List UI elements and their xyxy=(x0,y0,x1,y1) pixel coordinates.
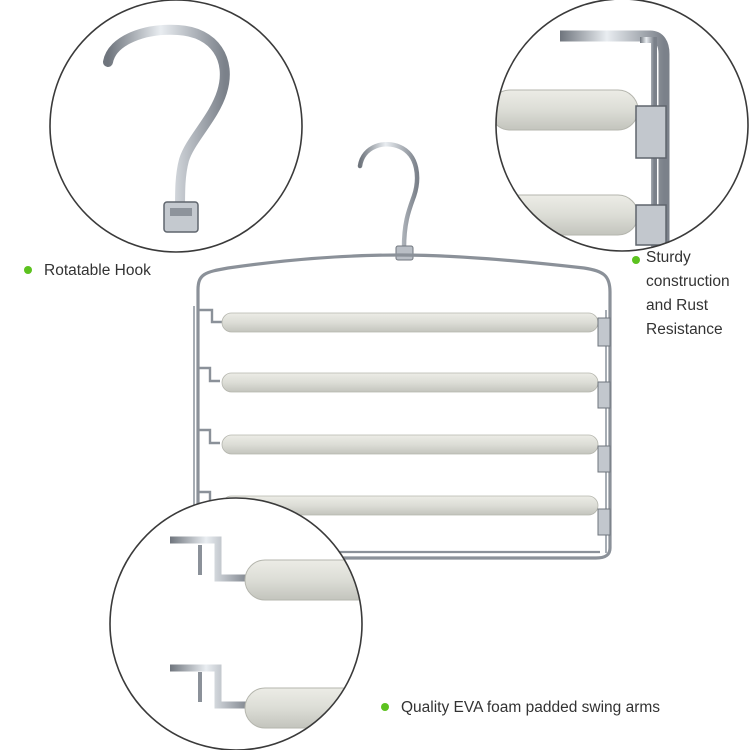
feature-sturdy-construction: Sturdy construction and Rust Resistance xyxy=(626,246,750,342)
feature-label: Rotatable Hook xyxy=(44,262,151,279)
hanger-frame-right xyxy=(230,292,612,560)
feature-rotatable-hook: Rotatable Hook xyxy=(24,259,151,283)
feature-eva-foam: Quality EVA foam padded swing arms xyxy=(381,696,660,720)
feature-label-line: Sturdy xyxy=(646,249,691,266)
hanger-frame-top xyxy=(196,253,612,293)
zoom-circle-frame xyxy=(495,0,749,252)
hook-swivel-clip xyxy=(395,245,414,261)
zoom-circle-swing-arm xyxy=(109,497,363,750)
hanger-hook xyxy=(357,141,420,251)
feature-label-line: construction xyxy=(646,273,730,291)
swing-arm-4 xyxy=(198,490,611,536)
bullet-dot-icon xyxy=(24,265,32,274)
hanger-main xyxy=(193,141,612,560)
bullet-dot-icon xyxy=(381,702,389,711)
zoom-circle-hook xyxy=(49,0,303,253)
bullet-dot-icon xyxy=(632,256,640,264)
feature-label-line: and Rust xyxy=(646,297,709,315)
feature-label-line: Resistance xyxy=(646,321,723,339)
swing-arm-2 xyxy=(198,366,611,409)
feature-label: Sturdy construction and Rust Resistance xyxy=(626,246,750,342)
feature-label: Quality EVA foam padded swing arms xyxy=(401,699,661,716)
swing-arm-1 xyxy=(198,308,611,347)
swing-arm-3 xyxy=(198,428,611,473)
